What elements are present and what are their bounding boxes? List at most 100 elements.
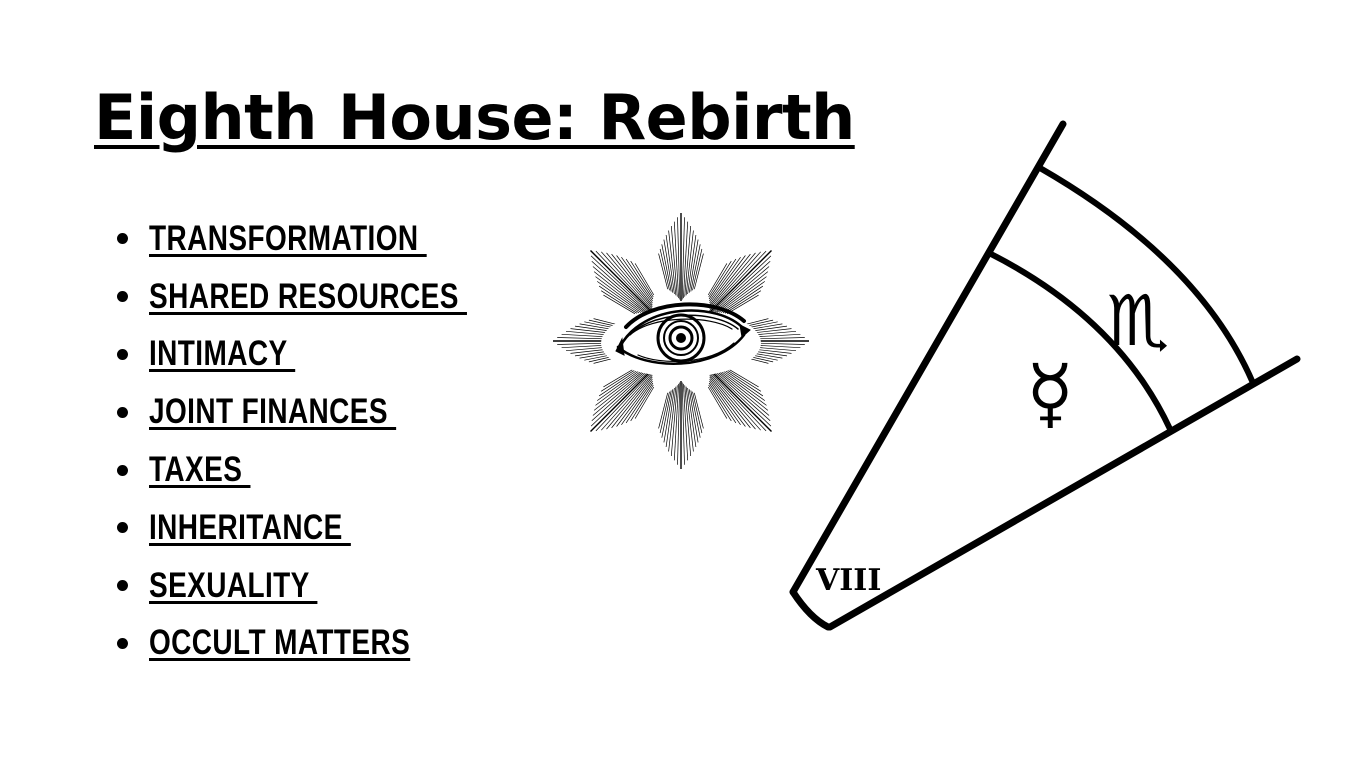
eye-ray bbox=[709, 252, 756, 308]
list-item: OCCULT MATTERS bbox=[113, 615, 546, 673]
eye-rays bbox=[553, 213, 809, 469]
eye-ray bbox=[593, 271, 646, 313]
eye-ray bbox=[709, 374, 756, 430]
eye-ray bbox=[611, 253, 653, 306]
outer-ring-arc bbox=[1037, 165, 1256, 386]
eye-ray bbox=[595, 370, 653, 432]
eye-ray bbox=[716, 369, 769, 411]
eye-ray bbox=[603, 294, 636, 315]
eye-ray bbox=[707, 263, 728, 296]
eye-ray bbox=[590, 250, 654, 314]
list-item: SHARED RESOURCES bbox=[113, 268, 546, 326]
page-title: Eighth House: Rebirth bbox=[94, 81, 855, 154]
eye-ray bbox=[677, 217, 681, 300]
eye-ray bbox=[595, 250, 653, 312]
bullet-icon bbox=[117, 348, 128, 360]
eye-ray bbox=[661, 244, 672, 292]
house-cusp-line bbox=[826, 355, 1301, 631]
eye-ray bbox=[659, 391, 670, 434]
eye-ray bbox=[598, 285, 640, 314]
eye-ray bbox=[616, 255, 653, 304]
eye-ray bbox=[596, 369, 642, 401]
eye-ray bbox=[625, 258, 654, 300]
eye-ray bbox=[708, 258, 737, 300]
eye-ray bbox=[718, 369, 767, 406]
eye-ray bbox=[687, 387, 697, 448]
eye-ray bbox=[659, 248, 670, 291]
list-item-label: TRANSFORMATION bbox=[149, 218, 427, 258]
eye-ray bbox=[693, 253, 704, 290]
eye-ray bbox=[685, 230, 694, 296]
eye-ray bbox=[625, 382, 654, 424]
list-item-label: SHARED RESOURCES bbox=[149, 276, 467, 316]
eye-ray bbox=[685, 386, 694, 452]
eye-ray bbox=[621, 256, 653, 302]
eye-ray bbox=[600, 368, 638, 392]
eye-ray bbox=[595, 276, 644, 313]
eye-ray bbox=[634, 263, 655, 296]
eye-ray bbox=[708, 368, 772, 432]
eye-iris bbox=[656, 313, 706, 363]
eye-ray bbox=[683, 221, 689, 299]
list-item-label: INHERITANCE bbox=[149, 507, 351, 547]
eye-ray bbox=[726, 367, 759, 388]
eye-ray bbox=[709, 255, 746, 304]
list-item: TAXES bbox=[113, 441, 546, 499]
eye-ray bbox=[720, 281, 766, 313]
eye-ray bbox=[663, 389, 674, 443]
eye-ray bbox=[724, 368, 762, 392]
house-corner-arc bbox=[789, 588, 832, 631]
list-item: INHERITANCE bbox=[113, 499, 546, 557]
eye-ray bbox=[710, 369, 772, 427]
eye-ray bbox=[720, 369, 766, 401]
eye-ray bbox=[688, 389, 699, 443]
eye-ray bbox=[707, 386, 728, 419]
house-cusp-line bbox=[789, 120, 1067, 596]
eye-ray bbox=[709, 251, 761, 310]
eye-ray bbox=[663, 239, 674, 293]
eye-ray bbox=[722, 368, 764, 397]
eye-ray bbox=[709, 372, 761, 431]
eye-ray bbox=[592, 369, 648, 416]
inner-ring-arc bbox=[986, 250, 1173, 432]
eye-ray bbox=[673, 221, 679, 299]
mercury-glyph-icon: ☿ bbox=[1026, 349, 1074, 439]
eye-ray bbox=[606, 252, 653, 308]
list-item: TRANSFORMATION bbox=[113, 210, 546, 268]
eye-ray bbox=[708, 384, 732, 422]
eye-ray bbox=[688, 239, 699, 293]
house-numeral-label: VIII bbox=[815, 563, 881, 598]
eye-ray bbox=[684, 225, 692, 297]
eye-ray bbox=[683, 383, 689, 461]
eye-ray bbox=[709, 253, 751, 306]
list-item-label: OCCULT MATTERS bbox=[149, 623, 411, 663]
eye-ray bbox=[716, 271, 769, 313]
eye-ray bbox=[709, 250, 767, 312]
eye-ray bbox=[677, 382, 681, 465]
eye-ray bbox=[593, 369, 646, 411]
eye-ray bbox=[692, 248, 703, 291]
eye-ray bbox=[658, 253, 669, 290]
eye-ray bbox=[709, 370, 767, 432]
eye-ray bbox=[600, 290, 638, 314]
eye-ray bbox=[668, 230, 677, 296]
topic-list: TRANSFORMATION SHARED RESOURCES INTIMACY… bbox=[113, 210, 546, 672]
list-item-label: TAXES bbox=[149, 450, 251, 490]
bullet-icon bbox=[117, 637, 128, 649]
list-item-label: SEXUALITY bbox=[149, 565, 318, 605]
eye-ray bbox=[616, 378, 653, 427]
list-item-label: JOINT FINANCES bbox=[149, 392, 397, 432]
eye-ray bbox=[670, 385, 678, 457]
eye-ray bbox=[665, 234, 675, 295]
eye-ray bbox=[709, 376, 751, 429]
eye-ray bbox=[708, 250, 772, 314]
eye-ray bbox=[708, 382, 737, 424]
scorpio-glyph-icon: ♏ bbox=[1107, 280, 1170, 362]
eye-ray bbox=[596, 281, 642, 313]
eye-ray bbox=[714, 266, 770, 313]
eye-ray bbox=[709, 380, 741, 426]
bullet-icon bbox=[117, 464, 128, 476]
eye-ray bbox=[693, 392, 704, 429]
eye-ray bbox=[661, 390, 672, 438]
